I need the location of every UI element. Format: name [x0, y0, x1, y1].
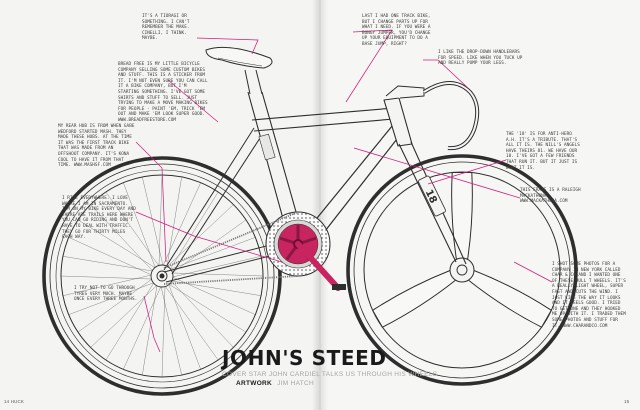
article-title: JOHN'S STEED — [222, 346, 387, 370]
page-gutter — [312, 0, 328, 410]
annotation-seat: IT'S A TIORAGI OR SOMETHING. I CAN'T REM… — [142, 14, 190, 42]
annotation-frame-maker: THIS FRAME IS A RALEIGH MACKATHONA. WWW.… — [520, 188, 581, 205]
saddle — [205, 46, 273, 69]
annotation-handlebars: I LIKE THE DROP-DOWN HANDLEBARS FOR SPEE… — [438, 50, 523, 67]
credit-label: ARTWORK — [236, 380, 273, 387]
right-folio: 15 — [624, 399, 630, 404]
bike-frame — [163, 69, 467, 283]
credit-name: JIM HATCH — [277, 380, 315, 387]
article-credits: ARTWORK JIM HATCH — [236, 380, 314, 387]
article-standfirst: COVER STAR JOHN CARDIEL TALKS US THROUGH… — [222, 371, 438, 378]
annotation-frame-sponsor: BREAD FREE IS MY LITTLE BICYCLE COMPANY … — [118, 62, 208, 123]
left-folio: 14 HUCK — [4, 399, 24, 404]
left-page — [0, 0, 320, 410]
annotation-wheel: I SHOT SOME PHOTOS FOR A COMPANY IN NEW … — [552, 262, 626, 329]
annotation-rear-hub: MY REAR HUB IS FROM WHEN GABE WEDFORD ST… — [58, 124, 135, 169]
chainring — [265, 211, 346, 291]
annotation-brakes: I RIDE EVERYWHERE. I LOVE WHERE I AM IN … — [62, 196, 136, 241]
front-wheel — [346, 154, 578, 386]
annotation-tyres: I TRY NOT TO GO THROUGH TYRES VERY MUCH.… — [74, 286, 138, 303]
leader-lines — [135, 29, 553, 353]
annotation-fork: THE '18' IS FOR ANTI-HERO A.H. IT'S A TR… — [506, 132, 580, 171]
chain — [163, 211, 299, 285]
fork-decal: 18 — [418, 175, 446, 217]
svg-text:18: 18 — [423, 188, 439, 205]
annotation-track-bike: LAST I HAD ONE TRACK BIKE, BUT I CHANGE … — [362, 14, 431, 47]
